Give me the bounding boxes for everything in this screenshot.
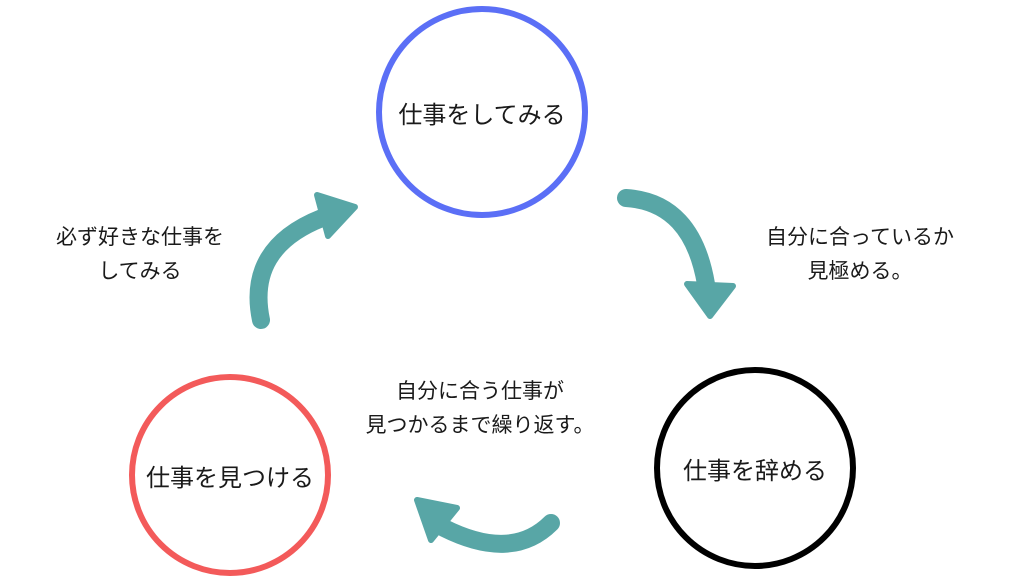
arrow-find-to-try bbox=[249, 192, 358, 329]
node-circle-find bbox=[129, 374, 331, 576]
arrow-shaft bbox=[617, 189, 715, 293]
node-circle-quit bbox=[654, 367, 856, 569]
arrow-head bbox=[684, 281, 736, 319]
caption-right-line1: 自分に合っているか bbox=[766, 225, 954, 249]
arrow-head bbox=[414, 497, 460, 543]
caption-left-line2: してみる bbox=[98, 259, 182, 283]
node-circle-try bbox=[376, 6, 588, 218]
arrow-try-to-quit bbox=[617, 189, 736, 319]
caption-center-line1: 自分に合う仕事が bbox=[396, 379, 564, 403]
arrow-shaft bbox=[249, 209, 331, 329]
arrow-head bbox=[314, 192, 358, 239]
caption-left-line1: 必ず好きな仕事を bbox=[56, 225, 224, 249]
caption-center-line2: 見つかるまで繰り返す。 bbox=[365, 413, 595, 437]
caption-right: 自分に合っているか 見極める。 bbox=[730, 220, 990, 288]
node-label-find: 仕事を見つける bbox=[146, 463, 314, 492]
node-label-quit: 仕事を辞める bbox=[683, 456, 827, 485]
caption-right-line2: 見極める。 bbox=[807, 259, 913, 283]
node-label-try: 仕事をしてみる bbox=[398, 100, 566, 129]
arrow-quit-to-find bbox=[414, 497, 560, 553]
caption-left: 必ず好きな仕事を してみる bbox=[10, 220, 270, 288]
caption-center: 自分に合う仕事が 見つかるまで繰り返す。 bbox=[340, 374, 620, 442]
arrow-shaft bbox=[435, 514, 560, 553]
